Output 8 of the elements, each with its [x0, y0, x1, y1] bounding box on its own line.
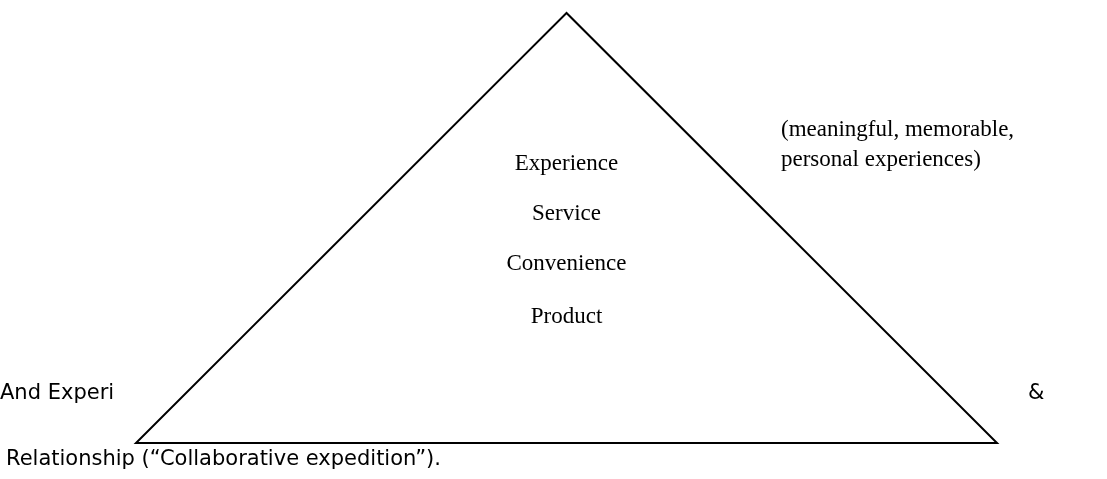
caption-text: And Experi [0, 380, 115, 404]
tier-label: Experience [514, 150, 619, 176]
caption-text: & [1028, 380, 1045, 404]
tier-label: Product [530, 303, 603, 329]
tier-label: Service [532, 200, 601, 226]
side-note: (meaningful, memorable, personal experiences) [781, 115, 1016, 173]
caption-text: Relationship (“Collaborative expedition”). [6, 446, 441, 470]
tier-label: Convenience [506, 250, 627, 276]
